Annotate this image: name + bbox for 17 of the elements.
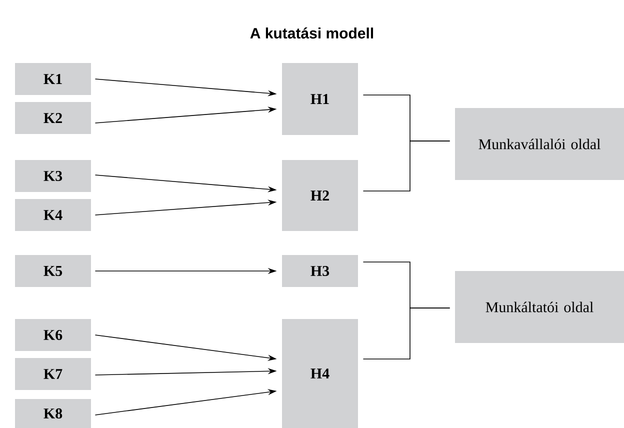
side-box: Munkavállalói oldal bbox=[455, 108, 624, 180]
side-box: Munkáltatói oldal bbox=[455, 271, 624, 343]
hypothesis-box: H1 bbox=[282, 63, 358, 135]
hypothesis-box: H4 bbox=[282, 319, 358, 428]
hypothesis-box: H3 bbox=[282, 255, 358, 287]
factor-box: K8 bbox=[15, 399, 91, 428]
hypothesis-box: H2 bbox=[282, 160, 358, 231]
title: A kutatási modell bbox=[250, 27, 374, 39]
connector-line bbox=[362, 308, 450, 360]
factor-box: K4 bbox=[15, 199, 91, 231]
factor-box: K7 bbox=[15, 358, 91, 390]
factor-box: K2 bbox=[15, 102, 91, 134]
factor-box: K1 bbox=[15, 63, 91, 95]
factor-box: K6 bbox=[15, 319, 91, 351]
factor-box: K3 bbox=[15, 160, 91, 192]
connector-line bbox=[362, 140, 450, 192]
factor-box: K5 bbox=[15, 255, 91, 287]
